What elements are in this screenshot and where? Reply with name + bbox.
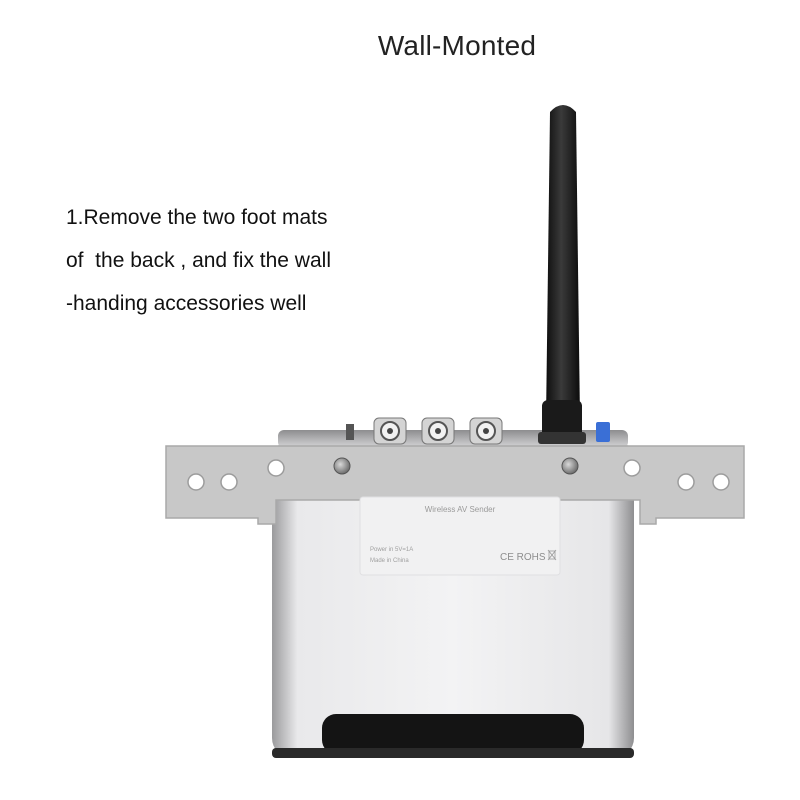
instruction-line: -handing accessories well (66, 292, 307, 315)
mount-hole (712, 473, 730, 491)
page-title: Wall-Monted (377, 30, 537, 61)
product-label: Wireless AV Sender Power in 5V=1A Made i… (359, 496, 561, 576)
mount-hole (677, 473, 695, 491)
antenna (538, 105, 586, 444)
wall-bracket (165, 445, 745, 525)
bottom-slot (322, 714, 584, 754)
instruction-text: 1.Remove the two foot mats of the back ,… (66, 196, 406, 325)
weee-bin-icon (547, 549, 557, 561)
mount-hole (623, 459, 641, 477)
mount-hole (267, 459, 285, 477)
rca-connectors (346, 417, 610, 445)
screw-icon (561, 457, 579, 475)
mount-hole (220, 473, 238, 491)
label-origin: Made in China (370, 558, 409, 564)
instruction-line: 1.Remove the two foot mats (66, 206, 328, 229)
mount-hole (187, 473, 205, 491)
label-heading: Wireless AV Sender (425, 505, 496, 514)
dip-switch (596, 422, 610, 442)
screw-icon (333, 457, 351, 475)
label-power: Power in 5V=1A (370, 547, 413, 553)
instruction-line: of the back , and fix the wall (66, 249, 331, 272)
label-cert: CE ROHS (500, 552, 546, 563)
